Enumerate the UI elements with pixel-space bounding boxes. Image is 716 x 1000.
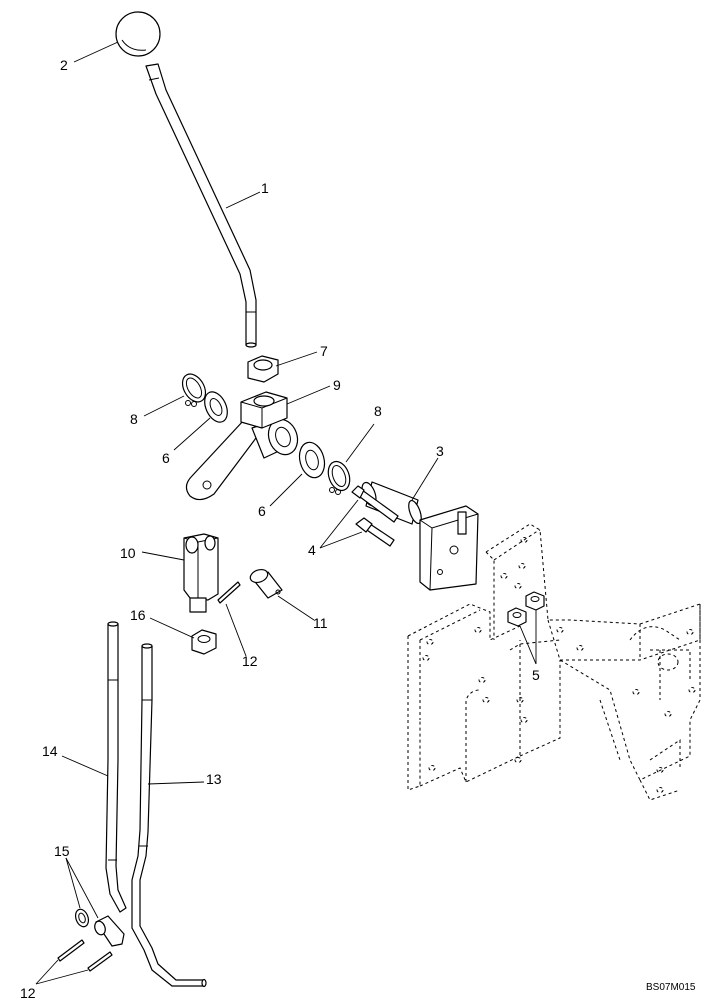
- callout-7: 7: [320, 343, 328, 359]
- callout-14: 14: [42, 743, 58, 759]
- callout-8-right: 8: [374, 403, 382, 419]
- lever-part-1: [145, 63, 257, 348]
- callout-10: 10: [120, 545, 136, 561]
- callout-16: 16: [130, 607, 146, 623]
- cotter-pins-part-12-lower: [57, 939, 113, 972]
- callout-labels: 2 1 7 9 8 8 6 3 6 4 10 16 11 12 5 14 13 …: [20, 57, 540, 1000]
- snap-ring-part-8-left: [181, 373, 207, 407]
- knob-part-2: [115, 11, 161, 57]
- leader-lines: [35, 41, 537, 985]
- snap-ring-part-8-right: [327, 460, 351, 495]
- callout-6-left: 6: [162, 450, 170, 466]
- callout-9: 9: [333, 377, 341, 393]
- cotter-pin-part-12-upper: [217, 581, 241, 604]
- pin-part-15: [74, 908, 125, 947]
- washer-part-6-right: [298, 441, 326, 479]
- rod-part-13: [131, 643, 207, 988]
- bolts-part-4: [351, 485, 399, 547]
- reference-frame-phantom: [407, 523, 701, 801]
- callout-5: 5: [532, 667, 540, 683]
- callout-13: 13: [206, 771, 222, 787]
- callout-3: 3: [436, 443, 444, 459]
- nuts-part-5: [507, 591, 545, 627]
- clevis-part-10: [183, 533, 219, 613]
- callout-4: 4: [308, 542, 316, 558]
- nut-part-7: [247, 355, 279, 383]
- nut-part-16: [191, 629, 217, 655]
- callout-2: 2: [60, 57, 68, 73]
- rod-part-14: [105, 621, 127, 913]
- callout-12-lower: 12: [20, 985, 36, 1000]
- callout-1: 1: [261, 180, 269, 196]
- clevis-pin-part-11: [249, 568, 283, 599]
- callout-12-upper: 12: [242, 653, 258, 669]
- drawing-code: BS07M015: [646, 982, 696, 993]
- callout-11: 11: [313, 615, 328, 631]
- pivot-shaft-part-3: [361, 481, 479, 591]
- callout-8-left: 8: [130, 411, 138, 427]
- callout-6-right: 6: [258, 503, 266, 519]
- bracket-part-9: [185, 391, 299, 501]
- callout-15: 15: [54, 843, 70, 859]
- washer-part-6-left: [204, 391, 228, 423]
